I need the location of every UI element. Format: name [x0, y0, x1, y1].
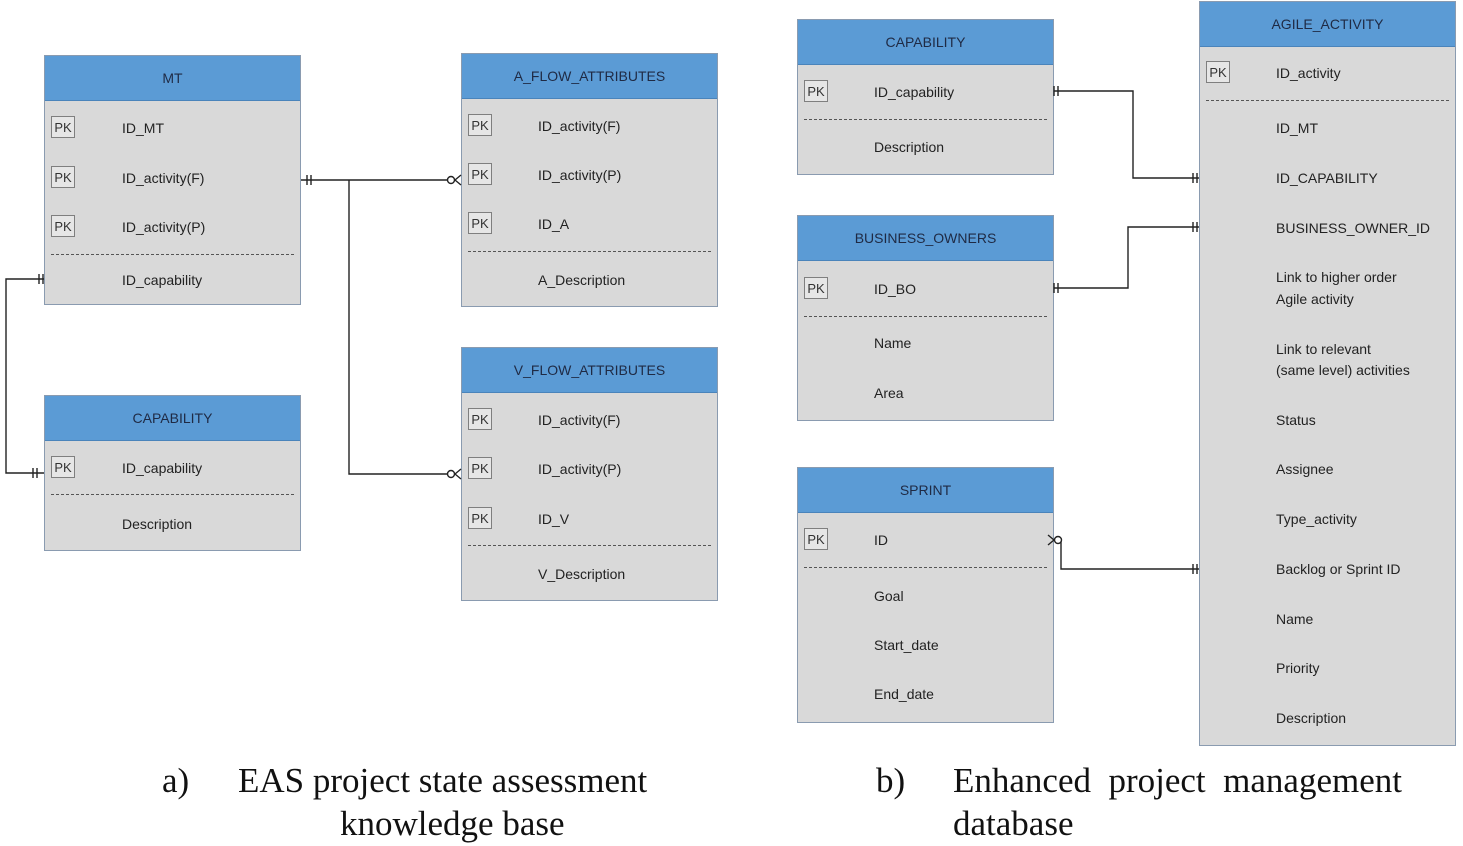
entity-agile-activity: AGILE_ACTIVITY PK ID_activity ID_MT ID_CA…	[1199, 1, 1456, 746]
entity-capability-left: CAPABILITY PK ID_capability Description	[44, 395, 301, 551]
rel-sprint-agile	[1054, 539, 1199, 570]
entity-title: SPRINT	[798, 468, 1053, 513]
pk-badge: PK	[804, 277, 828, 299]
caption-a-label: a)	[162, 761, 190, 800]
key-separator	[804, 567, 1047, 568]
caption-b-label: b)	[876, 761, 906, 800]
pk-badge: PK	[51, 166, 75, 188]
field-assignee: Assignee	[1276, 461, 1334, 477]
entity-title: BUSINESS_OWNERS	[798, 216, 1053, 261]
pk-badge: PK	[804, 528, 828, 550]
pk-badge: PK	[468, 114, 492, 136]
v-flow-zero-mark	[446, 469, 456, 479]
pk-badge: PK	[51, 116, 75, 138]
field-id-capability: ID_CAPABILITY	[1276, 170, 1378, 186]
field-type-activity: Type_activity	[1276, 511, 1357, 527]
field-description: Description	[122, 516, 193, 532]
pk-badge: PK	[468, 507, 492, 529]
field-link-relevant-line2: (same level) activities	[1276, 362, 1410, 378]
pk-badge: PK	[468, 163, 492, 185]
field-id-activity-p: ID_activity(P)	[538, 461, 622, 477]
entity-title: CAPABILITY	[798, 20, 1053, 65]
field-goal: Goal	[874, 588, 904, 604]
field-id-capability: ID_capability	[122, 460, 203, 476]
field-end-date: End_date	[874, 686, 934, 702]
caption-a-line1: EAS project state assessment	[238, 761, 648, 800]
field-start-date: Start_date	[874, 637, 939, 653]
key-separator	[51, 254, 294, 255]
field-id-capability: ID_capability	[874, 84, 955, 100]
key-separator	[468, 251, 711, 252]
pk-badge: PK	[468, 457, 492, 479]
pk-badge: PK	[468, 408, 492, 430]
entity-title: AGILE_ACTIVITY	[1200, 2, 1455, 47]
field-id-capability: ID_capability	[122, 272, 203, 288]
pk-badge: PK	[804, 80, 828, 102]
field-backlog-sprint-id: Backlog or Sprint ID	[1276, 561, 1401, 577]
field-link-higher-line2: Agile activity	[1276, 291, 1354, 307]
entity-title: MT	[45, 56, 300, 101]
field-id-mt: ID_MT	[122, 120, 164, 136]
key-separator	[1206, 100, 1449, 101]
field-id-a: ID_A	[538, 216, 570, 232]
field-name: Name	[874, 335, 912, 351]
field-id-bo: ID_BO	[874, 281, 917, 297]
rel-capability-agile	[1054, 90, 1199, 179]
field-description: Description	[1276, 710, 1347, 726]
field-id-activity-f: ID_activity(F)	[538, 412, 621, 428]
field-id-activity-f: ID_activity(F)	[538, 118, 621, 134]
entity-capability-right: CAPABILITY PK ID_capability Description	[797, 19, 1054, 175]
a-flow-many-mark	[454, 174, 462, 186]
key-separator	[804, 316, 1047, 317]
sprint-many-mark	[1047, 534, 1055, 546]
entity-a-flow-attributes: A_FLOW_ATTRIBUTES PK ID_activity(F) PK ID_…	[461, 53, 718, 307]
entity-title: CAPABILITY	[45, 396, 300, 441]
field-description: Description	[874, 139, 945, 155]
a-flow-zero-mark	[446, 175, 456, 185]
field-id-v: ID_V	[538, 511, 570, 527]
caption-b-line1: Enhanced project management	[953, 761, 1402, 800]
caption-b-line2: database	[953, 804, 1074, 843]
entity-title: V_FLOW_ATTRIBUTES	[462, 348, 717, 393]
field-link-relevant-line1: Link to relevant	[1276, 341, 1371, 357]
rel-mt-v-flow	[348, 180, 455, 475]
v-flow-many-mark	[454, 468, 462, 480]
rel-bo-agile	[1054, 226, 1199, 289]
key-separator	[468, 545, 711, 546]
field-id-activity: ID_activity	[1276, 65, 1341, 81]
entity-title: A_FLOW_ATTRIBUTES	[462, 54, 717, 99]
field-id-mt: ID_MT	[1276, 120, 1318, 136]
entity-sprint: SPRINT PK ID Goal Start_date End_date	[797, 467, 1054, 723]
caption-a-line2: knowledge base	[340, 804, 565, 843]
entity-business-owners: BUSINESS_OWNERS PK ID_BO Name Area	[797, 215, 1054, 421]
entity-v-flow-attributes: V_FLOW_ATTRIBUTES PK ID_activity(F) PK ID_…	[461, 347, 718, 601]
sprint-zero-mark	[1053, 535, 1063, 545]
field-a-description: A_Description	[538, 272, 626, 288]
pk-badge: PK	[51, 456, 75, 478]
field-id-activity-p: ID_activity(P)	[122, 219, 206, 235]
pk-badge: PK	[468, 212, 492, 234]
rel-mt-capability	[5, 278, 44, 474]
field-status: Status	[1276, 412, 1316, 428]
pk-badge: PK	[51, 215, 75, 237]
field-id-activity-f: ID_activity(F)	[122, 170, 205, 186]
field-v-description: V_Description	[538, 566, 626, 582]
key-separator	[51, 494, 294, 495]
pk-badge: PK	[1206, 61, 1230, 83]
field-area: Area	[874, 385, 904, 401]
field-name: Name	[1276, 611, 1314, 627]
field-link-higher-line1: Link to higher order	[1276, 269, 1397, 285]
field-business-owner-id: BUSINESS_OWNER_ID	[1276, 220, 1431, 236]
field-priority: Priority	[1276, 660, 1320, 676]
field-id: ID	[874, 532, 888, 548]
key-separator	[804, 119, 1047, 120]
entity-mt: MT PK ID_MT PK ID_activity(F) PK ID_activit…	[44, 55, 301, 305]
field-id-activity-p: ID_activity(P)	[538, 167, 622, 183]
